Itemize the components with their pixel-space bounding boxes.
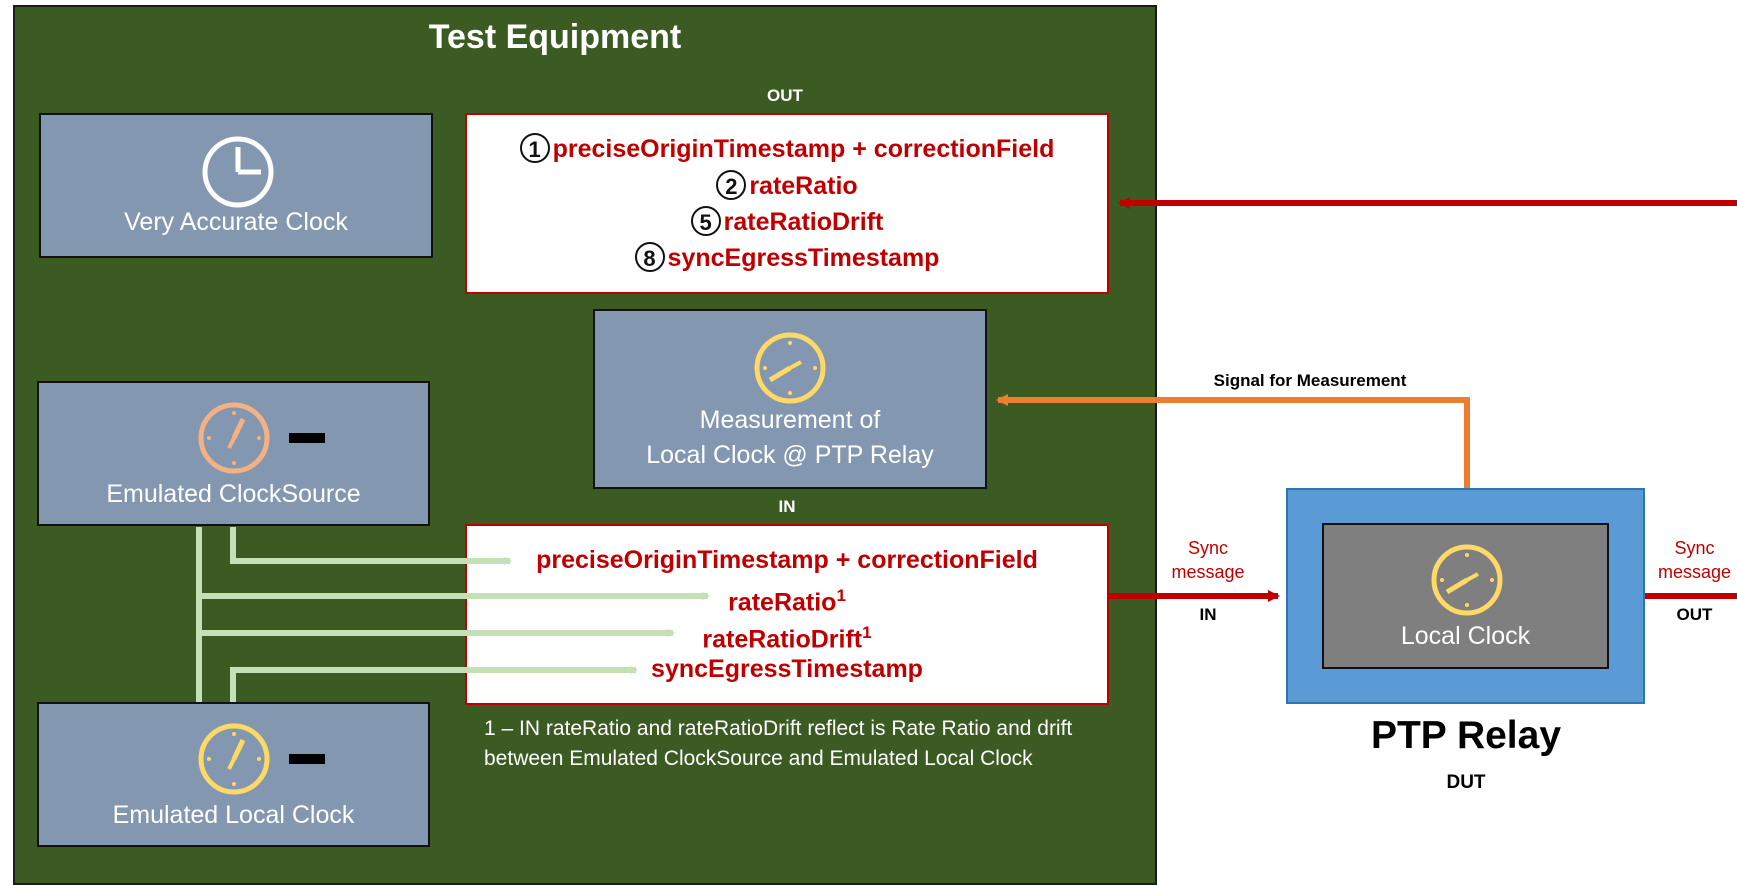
footnote-marker: 1 [836,586,846,605]
out-field-3-text: rateRatioDrift [723,208,884,236]
sync-out-line1: Sync [1674,538,1715,558]
clock-icon [198,723,270,795]
clock-icon [202,136,274,208]
emulated-local-clock-label: Emulated Local Clock [112,801,355,829]
ptp-relay-subtitle: DUT [1446,772,1486,793]
sync-in-port: IN [1199,605,1217,624]
number-circle: 5 [690,206,721,237]
emulated-clocksource-label: Emulated ClockSource [106,480,361,508]
ptp-relay-title: PTP Relay [1370,714,1562,757]
in-field-2-text: rateRatio [728,588,837,617]
in-field-3: rateRatioDrift1 [467,615,1107,657]
out-field-2-text: rateRatio [749,172,858,200]
emulated-local-clock-box: Emulated Local Clock [37,702,430,847]
arrow-icon [996,394,1470,525]
panel-title: Test Equipment [428,18,682,56]
measurement-line1: Measurement of [699,406,881,434]
sync-out-line2: message [1657,562,1732,582]
in-field-4: syncEgressTimestamp [467,651,1107,687]
sync-in-line1: Sync [1187,538,1229,558]
signal-label: Signal for Measurement [1213,371,1407,390]
sync-out-port: OUT [1676,605,1713,624]
measurement-box: Measurement of Local Clock @ PTP Relay [593,309,987,489]
out-label: OUT [767,86,803,105]
in-label: IN [778,497,796,516]
in-field-2: rateRatio1 [467,578,1107,620]
clock-icon [198,402,270,474]
sync-in-line2: message [1171,562,1245,582]
clock-icon [754,332,826,404]
minus-icon [289,433,325,443]
emulated-clocksource-box: Emulated ClockSource [37,381,430,526]
clock-icon [1431,544,1503,616]
local-clock-box: Local Clock [1322,523,1609,669]
in-field-4-text: syncEgressTimestamp [651,655,923,683]
in-field-1-text: preciseOriginTimestamp + correctionField [536,546,1038,574]
very-accurate-clock-box: Very Accurate Clock [39,113,433,258]
very-accurate-clock-label: Very Accurate Clock [124,208,348,236]
local-clock-label: Local Clock [1400,622,1531,650]
minus-icon [289,754,325,764]
in-field-1: preciseOriginTimestamp + correctionField [467,542,1107,578]
footnote-text: 1 – IN rateRatio and rateRatioDrift refl… [484,717,1073,770]
number-circle: 2 [716,170,747,201]
footnote-marker: 1 [862,623,872,642]
in-field-3-text: rateRatioDrift [702,625,863,654]
out-field-4-text: syncEgressTimestamp [667,244,940,272]
measurement-line2: Local Clock @ PTP Relay [646,441,934,469]
number-circle: 1 [519,133,550,164]
number-circle: 8 [634,242,665,273]
out-field-1-text: preciseOriginTimestamp + correctionField [552,135,1055,163]
in-message-box: preciseOriginTimestamp + correctionField… [465,524,1109,705]
